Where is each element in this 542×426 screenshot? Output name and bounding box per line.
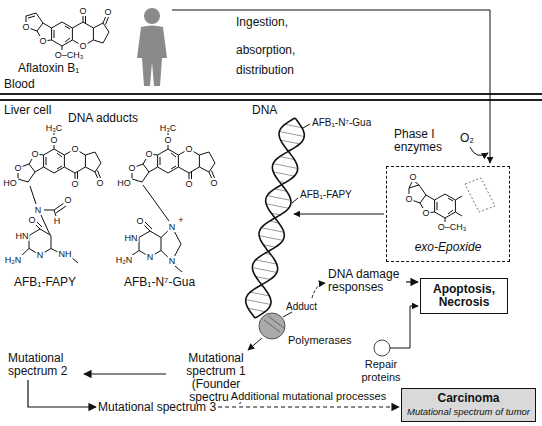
oxygen-arrow <box>470 147 488 155</box>
atom-symbol: + <box>177 215 184 225</box>
section-title: DNA adducts <box>68 112 138 125</box>
membrane-line <box>0 94 542 100</box>
flow-arrow <box>28 380 96 407</box>
atom-symbol: O <box>63 195 72 205</box>
node-title: DNA damage responses <box>328 268 404 294</box>
bracket-arrow <box>390 306 418 348</box>
flow-arrow <box>84 373 166 374</box>
guanine-structure <box>21 186 78 263</box>
node-title: Mutational spectrum 3 <box>98 400 216 414</box>
atom-symbol: O <box>209 178 218 188</box>
uptake-arrow <box>172 10 490 163</box>
atom-symbol: O <box>38 36 47 46</box>
atom-symbol: N <box>168 222 177 232</box>
text-node: DNA damage responses <box>328 268 404 294</box>
process-label: Ingestion, <box>236 16 288 29</box>
atom-symbol: O <box>135 216 144 226</box>
epoxide-structure <box>409 178 495 223</box>
atom-symbol: HO <box>116 178 132 188</box>
dna-label: DNA <box>252 104 277 117</box>
atom-symbol: NH <box>58 249 73 259</box>
atom-symbol: O <box>70 179 79 189</box>
atom-symbol: O–CH₃ <box>54 50 85 60</box>
process-label: absorption, <box>236 44 295 57</box>
atom-symbol: O <box>184 144 193 154</box>
polymerase-label: Polymerases <box>288 334 352 347</box>
adduct-label: Adduct <box>286 300 317 313</box>
atom-symbol: H₃C <box>159 123 178 133</box>
adduct-label: AFB₁-N⁷-Gua <box>312 116 371 129</box>
atom-symbol: N <box>146 252 155 262</box>
structure-name: AFB₁-FAPY <box>14 276 76 289</box>
text-node: Mutational spectrum 2 <box>8 352 82 378</box>
flow-arrow <box>406 281 418 282</box>
node-title: Carcinoma <box>407 392 530 405</box>
process-label: distribution <box>236 64 294 77</box>
node-title: Mutational spectrum 2 <box>8 352 82 378</box>
binding-arrow <box>294 214 384 215</box>
atom-symbol: H₂N <box>4 255 23 265</box>
dashed-box: exo-Epoxide <box>386 166 510 262</box>
atom-symbol: O <box>27 215 36 225</box>
atom-symbol: H₂N <box>115 255 134 265</box>
atom-symbol: HN <box>124 233 139 243</box>
dna-helix <box>245 118 304 318</box>
atom-symbol: O <box>144 149 153 159</box>
repair-icon <box>374 340 390 356</box>
flow-arrow <box>218 406 399 407</box>
atom-symbol: O <box>70 144 79 154</box>
atom-symbol: O <box>184 179 193 189</box>
enzyme-label: Phase I enzymes <box>394 128 446 154</box>
node-title: exo-Epoxide <box>387 241 509 254</box>
atom-symbol: H₃C <box>45 123 64 133</box>
atom-symbol: O <box>49 135 58 145</box>
text-node: Mutational spectrum 3 <box>98 400 216 414</box>
atom-symbol: O <box>78 6 87 16</box>
signal-arrow <box>312 283 325 298</box>
guanine-structure <box>131 185 182 272</box>
outcome-box: Apoptosis, Necrosis <box>420 278 508 314</box>
adduct-structure <box>128 133 215 182</box>
atom-symbol: HO <box>2 178 18 188</box>
compound-name: Aflatoxin B₁ <box>18 62 79 75</box>
atom-symbol: N <box>168 256 177 266</box>
atom-symbol: N <box>34 205 43 215</box>
atom-symbol: N <box>36 250 45 260</box>
adduct-structure <box>14 133 101 182</box>
replication-arrow <box>248 338 262 350</box>
oxygen-label: O₂ <box>460 132 474 145</box>
atom-symbol: O <box>13 163 22 173</box>
atom-symbol: H <box>53 216 62 226</box>
polymerase-icon <box>259 313 285 339</box>
aflatoxin-structure <box>26 13 109 51</box>
structure-name: AFB₁-N⁷-Gua <box>124 276 195 289</box>
atom-symbol: HN <box>15 231 30 241</box>
adduct-label: AFB₁-FAPY <box>300 188 352 201</box>
edge-label: Additional mutational processes <box>229 390 388 402</box>
atom-symbol: O <box>421 208 430 218</box>
outcome-box: CarcinomaMutational spectrum of tumor <box>401 388 536 422</box>
repair-label: Repair proteins <box>352 358 410 384</box>
atom-symbol: O <box>30 149 39 159</box>
atom-symbol: O <box>103 7 112 17</box>
atom-symbol: O <box>408 172 417 182</box>
atom-symbol: O <box>21 22 30 32</box>
node-title: Apoptosis, Necrosis <box>424 283 504 309</box>
atom-symbol: O <box>404 194 413 204</box>
atom-symbol: O <box>127 163 136 173</box>
compartment-label: Liver cell <box>4 104 51 117</box>
compartment-label: Blood <box>4 78 35 91</box>
atom-symbol: O <box>163 135 172 145</box>
atom-symbol: O <box>95 178 104 188</box>
person-icon <box>137 8 167 86</box>
leader-line <box>283 312 292 317</box>
atom-symbol: O–CH₃ <box>437 222 468 232</box>
node-subtitle: Mutational spectrum of tumor <box>407 405 530 418</box>
